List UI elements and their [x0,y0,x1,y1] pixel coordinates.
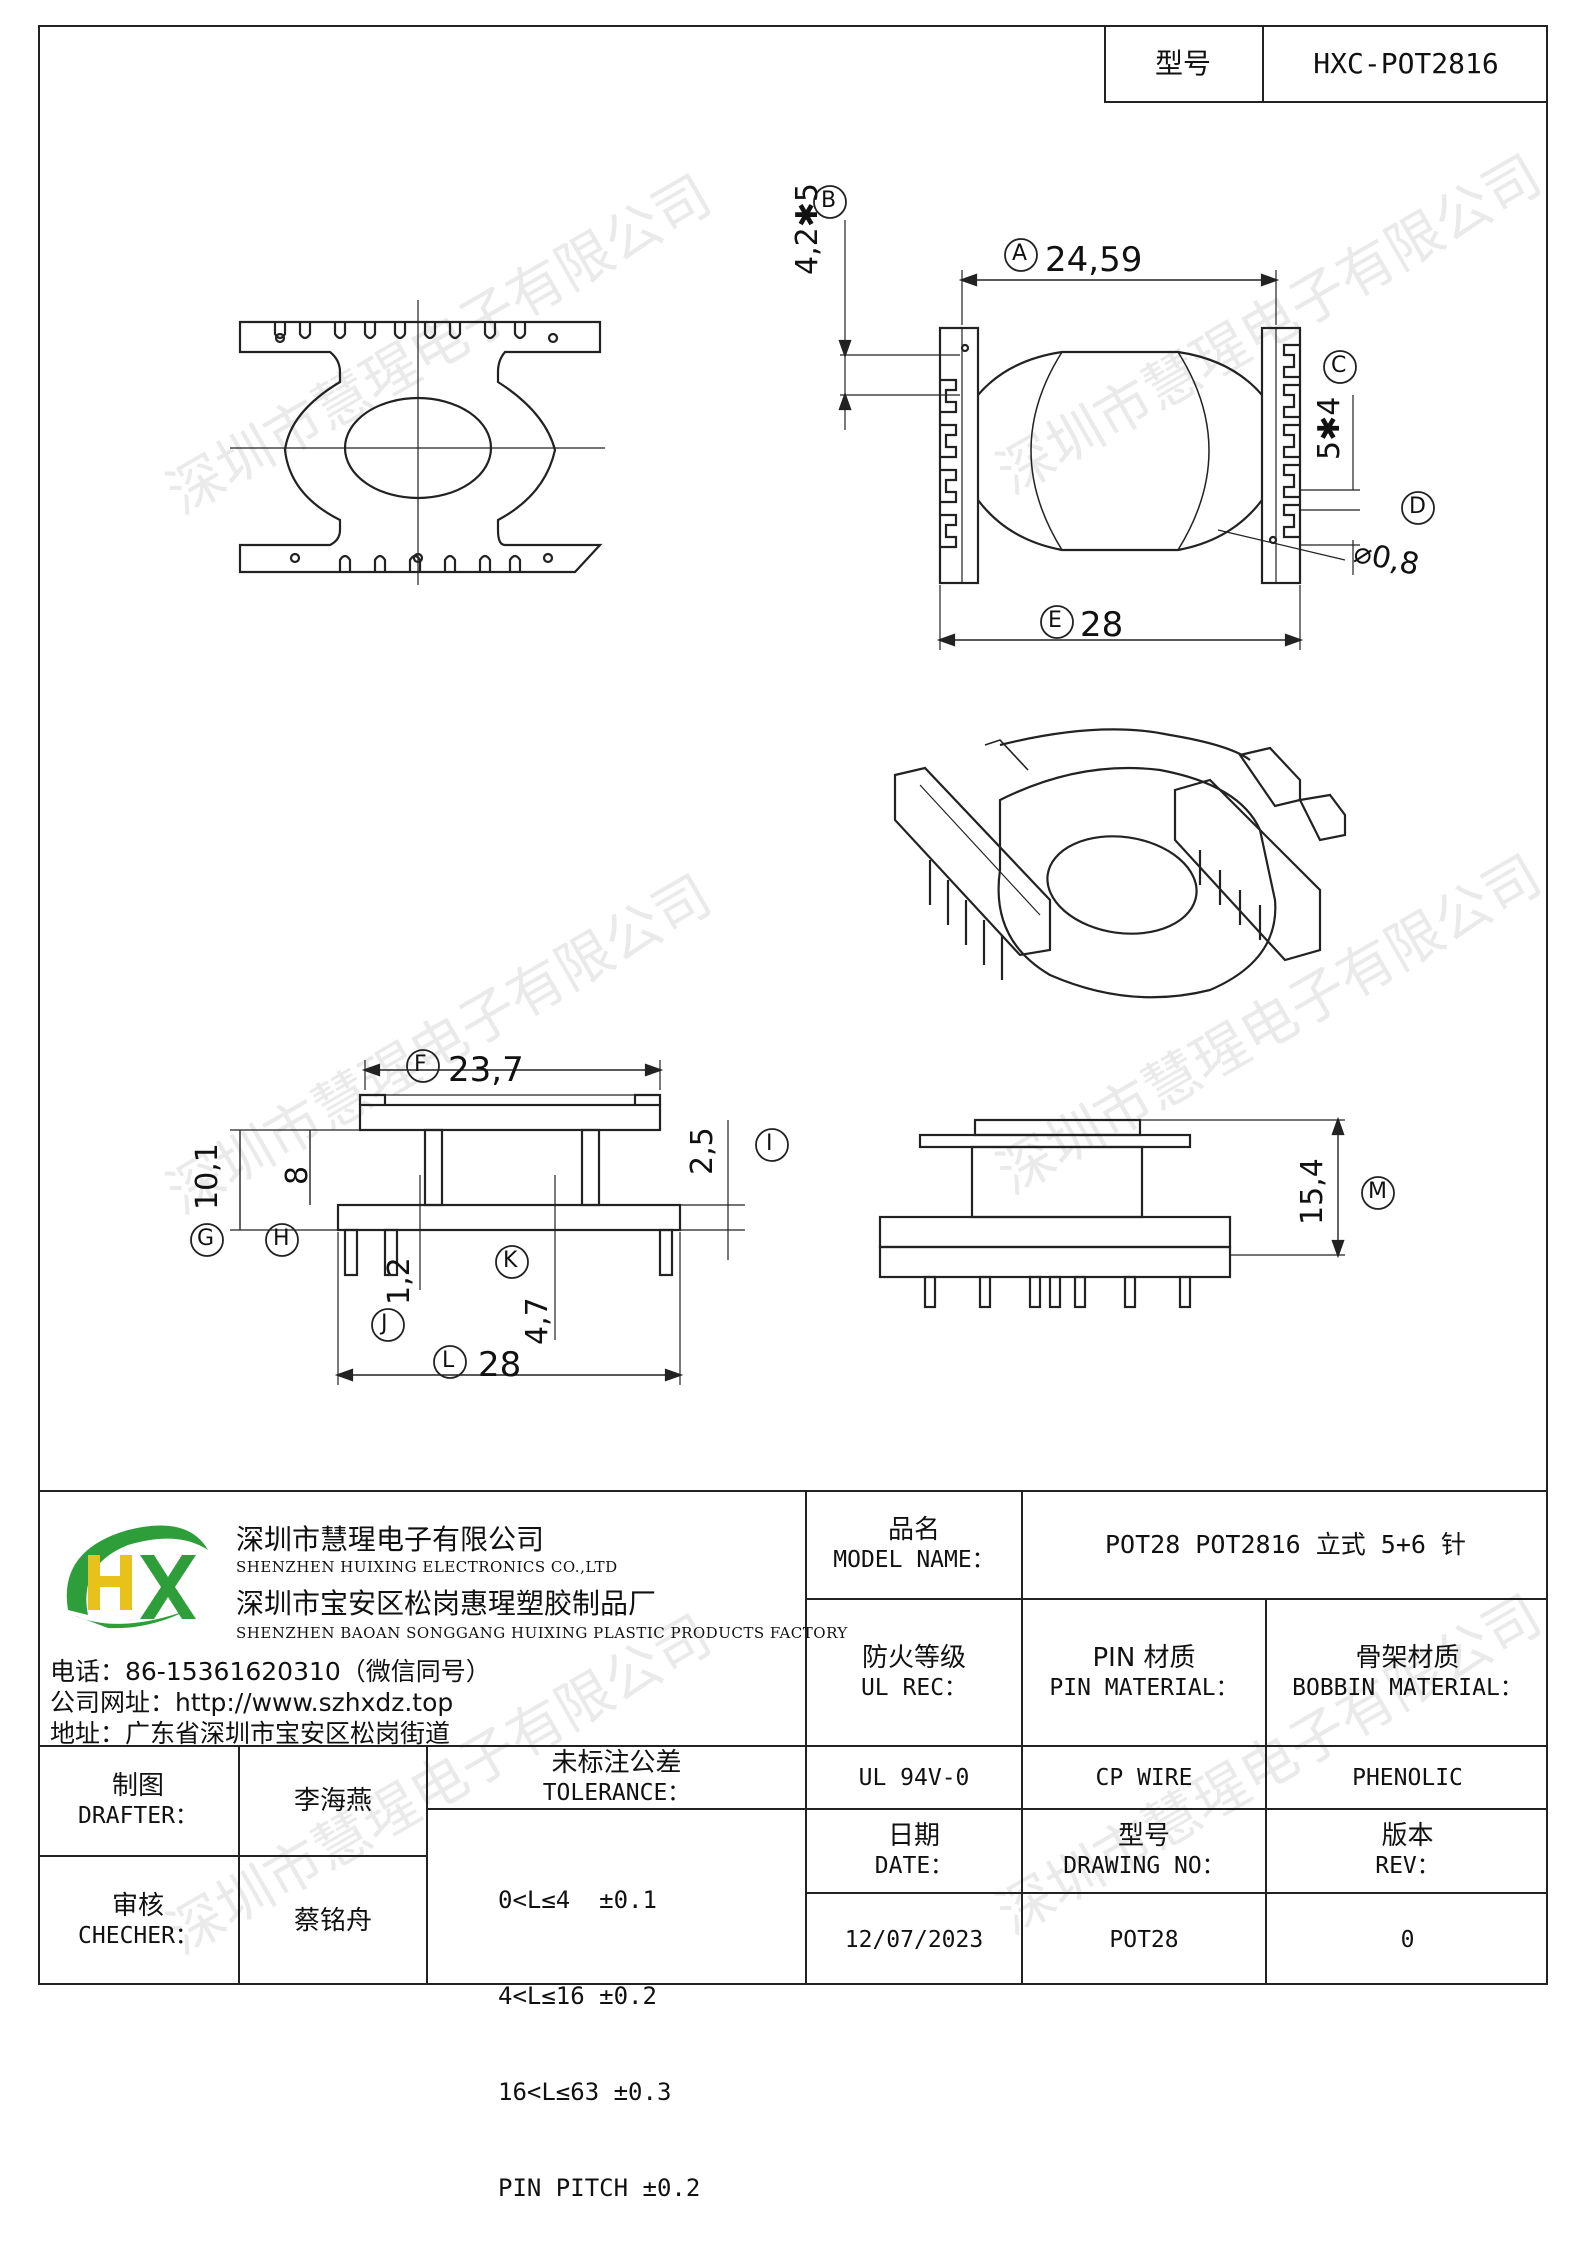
dim-h-value: 8 [280,1165,315,1185]
drafter-value: 李海燕 [293,1786,372,1816]
pin-material-en: PIN MATERIAL： [1049,1674,1239,1701]
tolerance-line: PIN PITCH ±0.2 [498,2174,701,2202]
callout-i: I [766,1131,773,1156]
front-view [838,220,1360,650]
technical-drawing [190,185,1435,1385]
bobbin-material-en: BOBBIN MATERIAL： [1292,1674,1523,1701]
dim-j-value: 1,2 [382,1257,417,1305]
dim-l-value: 28 [478,1345,522,1385]
header-type-value: HXC-POT2816 [1313,47,1499,80]
bobbin-material-value: PHENOLIC [1352,1764,1463,1791]
dim-e-value: 28 [1080,605,1124,645]
top-view [230,300,605,585]
model-name-value: POT28 POT2816 立式 5+6 针 [1105,1530,1466,1559]
drawing-no-value: POT28 [1109,1926,1179,1953]
company-address: 地址：广东省深圳市宝安区松岗街道 [50,1719,451,1748]
date-header: 日期 DATE： [807,1810,1021,1892]
drawing-no-header: 型号 DRAWING NO： [1023,1810,1265,1892]
bobbin-material-cn: 骨架材质 [1355,1642,1460,1673]
tolerance-en: TOLERANCE： [542,1779,691,1806]
fire-rating-header: 防火等级 UL REC： [807,1600,1021,1745]
dim-b-value: 4,2✱5 [790,183,825,275]
tolerance-line: 0<L≤4 ±0.1 [498,1886,657,1914]
dim-g-value: 10,1 [190,1143,225,1210]
checker-cn: 审核 [111,1891,164,1921]
drawing-no-en: DRAWING NO： [1063,1853,1225,1879]
company-phone: 电话：86-15361620310（微信同号） [50,1657,491,1686]
pin-material-header: PIN 材质 PIN MATERIAL： [1023,1600,1265,1745]
callout-k: K [503,1248,518,1273]
drafter-en: DRAFTER： [78,1803,198,1829]
isometric-view [893,728,1347,999]
drafter-header: 制图 DRAFTER： [38,1747,238,1855]
callout-f: F [414,1052,427,1077]
date-cn: 日期 [887,1821,940,1851]
callout-l: L [442,1348,455,1373]
callout-e: E [1048,608,1062,633]
callout-g: G [197,1226,215,1251]
company-logo [66,1525,208,1629]
tolerance-cn: 未标注公差 [551,1747,682,1778]
header-type-box [1104,25,1548,103]
checker-value: 蔡铭舟 [293,1906,372,1936]
tolerance-header: 未标注公差 TOLERANCE： [428,1747,805,1808]
fire-rating-value: UL 94V-0 [858,1764,970,1791]
model-name-en: MODEL NAME： [833,1547,995,1573]
callout-c: C [1331,353,1347,378]
fire-rating-en: UL REC： [860,1674,968,1701]
callout-h: H [273,1226,290,1251]
pin-material-value: CP WIRE [1095,1764,1193,1791]
tolerance-line: 4<L≤16 ±0.2 [498,1982,657,2010]
dim-a-value: 24,59 [1045,240,1143,280]
tolerance-list: 0<L≤4 ±0.1 4<L≤16 ±0.2 16<L≤63 ±0.3 PIN … [498,1820,700,2268]
callout-j: J [381,1311,388,1336]
fire-rating-cn: 防火等级 [861,1642,966,1673]
dim-c-value: 5✱4 [1312,396,1347,460]
tolerance-line: 16<L≤63 ±0.3 [498,2078,672,2106]
header-divider [1262,25,1264,103]
title-block: 深圳市慧瑆电子有限公司 SHENZHEN HUIXING ELECTRONICS… [38,1490,1548,2202]
factory-name-en: SHENZHEN BAOAN SONGGANG HUIXING PLASTIC … [236,1624,848,1642]
header-type-label: 型号 [1154,47,1211,80]
drafter-cn: 制图 [111,1771,164,1801]
dim-i-value: 2,5 [685,1127,720,1175]
model-name-header: 品名 MODEL NAME： [807,1492,1021,1598]
factory-name-cn: 深圳市宝安区松岗惠瑆塑胶制品厂 [236,1587,657,1620]
pin-material-cn: PIN 材质 [1092,1642,1196,1673]
company-name-en: SHENZHEN HUIXING ELECTRONICS CO.,LTD [236,1558,618,1576]
callout-a: A [1012,241,1028,266]
callout-m: M [1368,1179,1387,1204]
elevation-view [878,1116,1345,1309]
date-value: 12/07/2023 [844,1926,984,1953]
rev-header: 版本 REV： [1267,1810,1548,1892]
dim-k-value: 4,7 [520,1297,555,1345]
side-view [230,1060,745,1385]
company-website: 公司网址：http://www.szhxdz.top [50,1688,454,1717]
rev-value: 0 [1400,1926,1415,1953]
date-en: DATE： [874,1853,954,1879]
dim-f-value: 23,7 [448,1050,524,1090]
company-name-cn: 深圳市慧瑆电子有限公司 [236,1523,545,1556]
bobbin-material-header: 骨架材质 BOBBIN MATERIAL： [1267,1600,1548,1745]
checker-en: CHECHER： [78,1923,198,1949]
rev-cn: 版本 [1381,1821,1434,1851]
callout-b: B [821,188,837,213]
callout-d: D [1409,494,1426,519]
drawing-frame [38,25,1548,1985]
checker-header: 审核 CHECHER： [38,1857,238,1985]
drawing-no-cn: 型号 [1117,1821,1170,1851]
rev-en: REV： [1375,1853,1440,1879]
model-name-cn: 品名 [887,1515,940,1545]
dim-m-value: 15,4 [1295,1158,1330,1225]
